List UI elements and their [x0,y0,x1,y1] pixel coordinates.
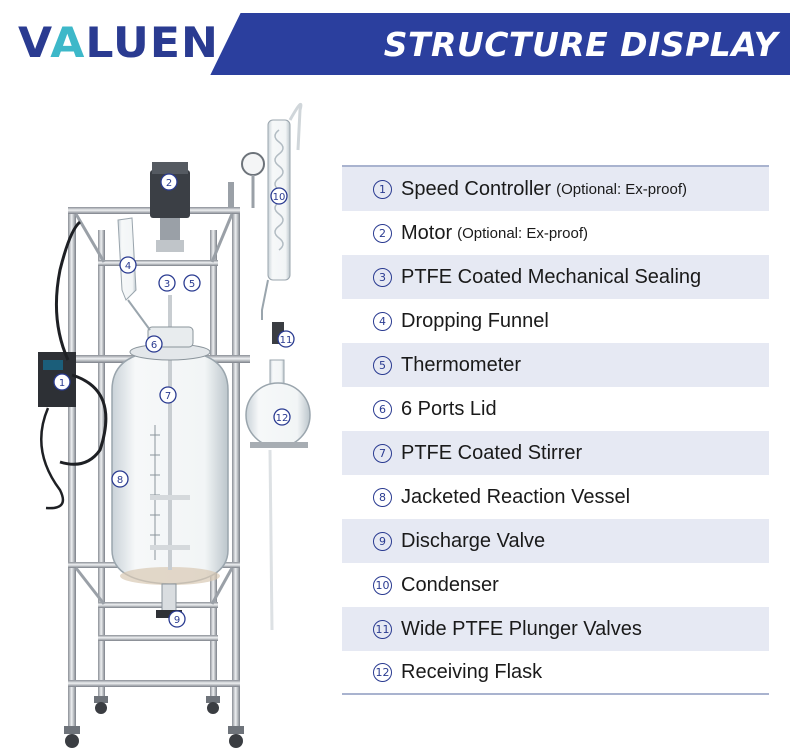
part-number-badge: 9 [373,531,392,551]
part-number-badge: 12 [373,662,392,682]
callout-12: 12 [273,408,291,426]
part-name: Receiving Flask [401,660,543,683]
callout-4: 4 [119,256,137,274]
part-number-badge: 4 [373,311,392,331]
part-number-badge: 10 [373,575,392,595]
part-number-badge: 5 [373,355,392,375]
part-number-badge: 2 [373,223,392,243]
part-row: 7 PTFE Coated Stirrer [342,431,769,475]
callout-1: 1 [53,373,71,391]
part-row: 9 Discharge Valve [342,519,769,563]
callout-5: 5 [183,274,201,292]
part-name: Jacketed Reaction Vessel [401,485,631,508]
part-row: 1 Speed Controller(Optional: Ex-proof) [342,167,769,211]
svg-text:12: 12 [276,413,289,424]
dropping-funnel [117,217,151,331]
callouts: 1 2 3 4 5 6 7 8 9 10 11 12 [53,173,295,628]
svg-text:3: 3 [164,279,170,290]
motor [150,162,190,252]
part-row: 11 Wide PTFE Plunger Valves [342,607,769,651]
brand-logo: VALUEN [18,18,219,67]
part-note: (Optional: Ex-proof) [556,180,687,198]
part-name: Condenser [401,573,499,596]
svg-text:5: 5 [189,279,195,290]
svg-text:8: 8 [117,475,123,486]
part-row: 2 Motor(Optional: Ex-proof) [342,211,769,255]
callout-11: 11 [277,330,295,348]
part-row: 6 6 Ports Lid [342,387,769,431]
logo-panel: VALUEN [0,6,244,76]
callout-10: 10 [270,187,288,205]
callout-6: 6 [145,335,163,353]
part-name: PTFE Coated Mechanical Sealing [401,265,702,288]
part-name: Thermometer [401,353,522,376]
part-name: Dropping Funnel [401,309,549,332]
svg-text:10: 10 [273,192,286,203]
part-number-badge: 6 [373,399,392,419]
part-name: PTFE Coated Stirrer [401,441,583,464]
svg-text:4: 4 [125,261,131,272]
part-note: (Optional: Ex-proof) [457,224,589,242]
part-row: 8 Jacketed Reaction Vessel [342,475,769,519]
part-row: 10 Condenser [342,563,769,607]
part-row: 5 Thermometer [342,343,769,387]
part-name: Motor [401,221,453,244]
part-row: 4 Dropping Funnel [342,299,769,343]
caster-wheels [64,696,244,748]
header-banner: VALUEN STRUCTURE DISPLAY [0,0,790,85]
callout-3: 3 [158,274,176,292]
part-number-badge: 11 [373,619,392,639]
callout-2: 2 [160,173,178,191]
part-row: 3 PTFE Coated Mechanical Sealing [342,255,769,299]
callout-8: 8 [111,470,129,488]
part-number-badge: 1 [373,179,392,199]
part-name: 6 Ports Lid [401,397,497,420]
thermometer-gauge [228,152,265,208]
svg-text:9: 9 [174,615,180,626]
condenser [261,102,303,320]
part-number-badge: 8 [373,487,392,507]
callout-7: 7 [159,386,177,404]
part-number-badge: 7 [373,443,392,463]
reactor-illustration: 1 2 3 4 5 6 7 8 9 10 11 12 [0,90,340,755]
receiving-flask [245,322,311,631]
svg-text:7: 7 [165,391,171,402]
part-number-badge: 3 [373,267,392,287]
part-row: 12 Receiving Flask [342,651,769,695]
page-title: STRUCTURE DISPLAY [383,25,778,64]
svg-text:6: 6 [151,340,157,351]
part-name: Wide PTFE Plunger Valves [401,617,642,640]
callout-9: 9 [168,610,186,628]
svg-text:11: 11 [280,335,293,346]
part-name: Speed Controller [401,177,552,200]
reaction-vessel [111,295,229,618]
svg-text:1: 1 [59,378,65,389]
svg-text:2: 2 [166,178,172,189]
part-name: Discharge Valve [401,529,546,552]
